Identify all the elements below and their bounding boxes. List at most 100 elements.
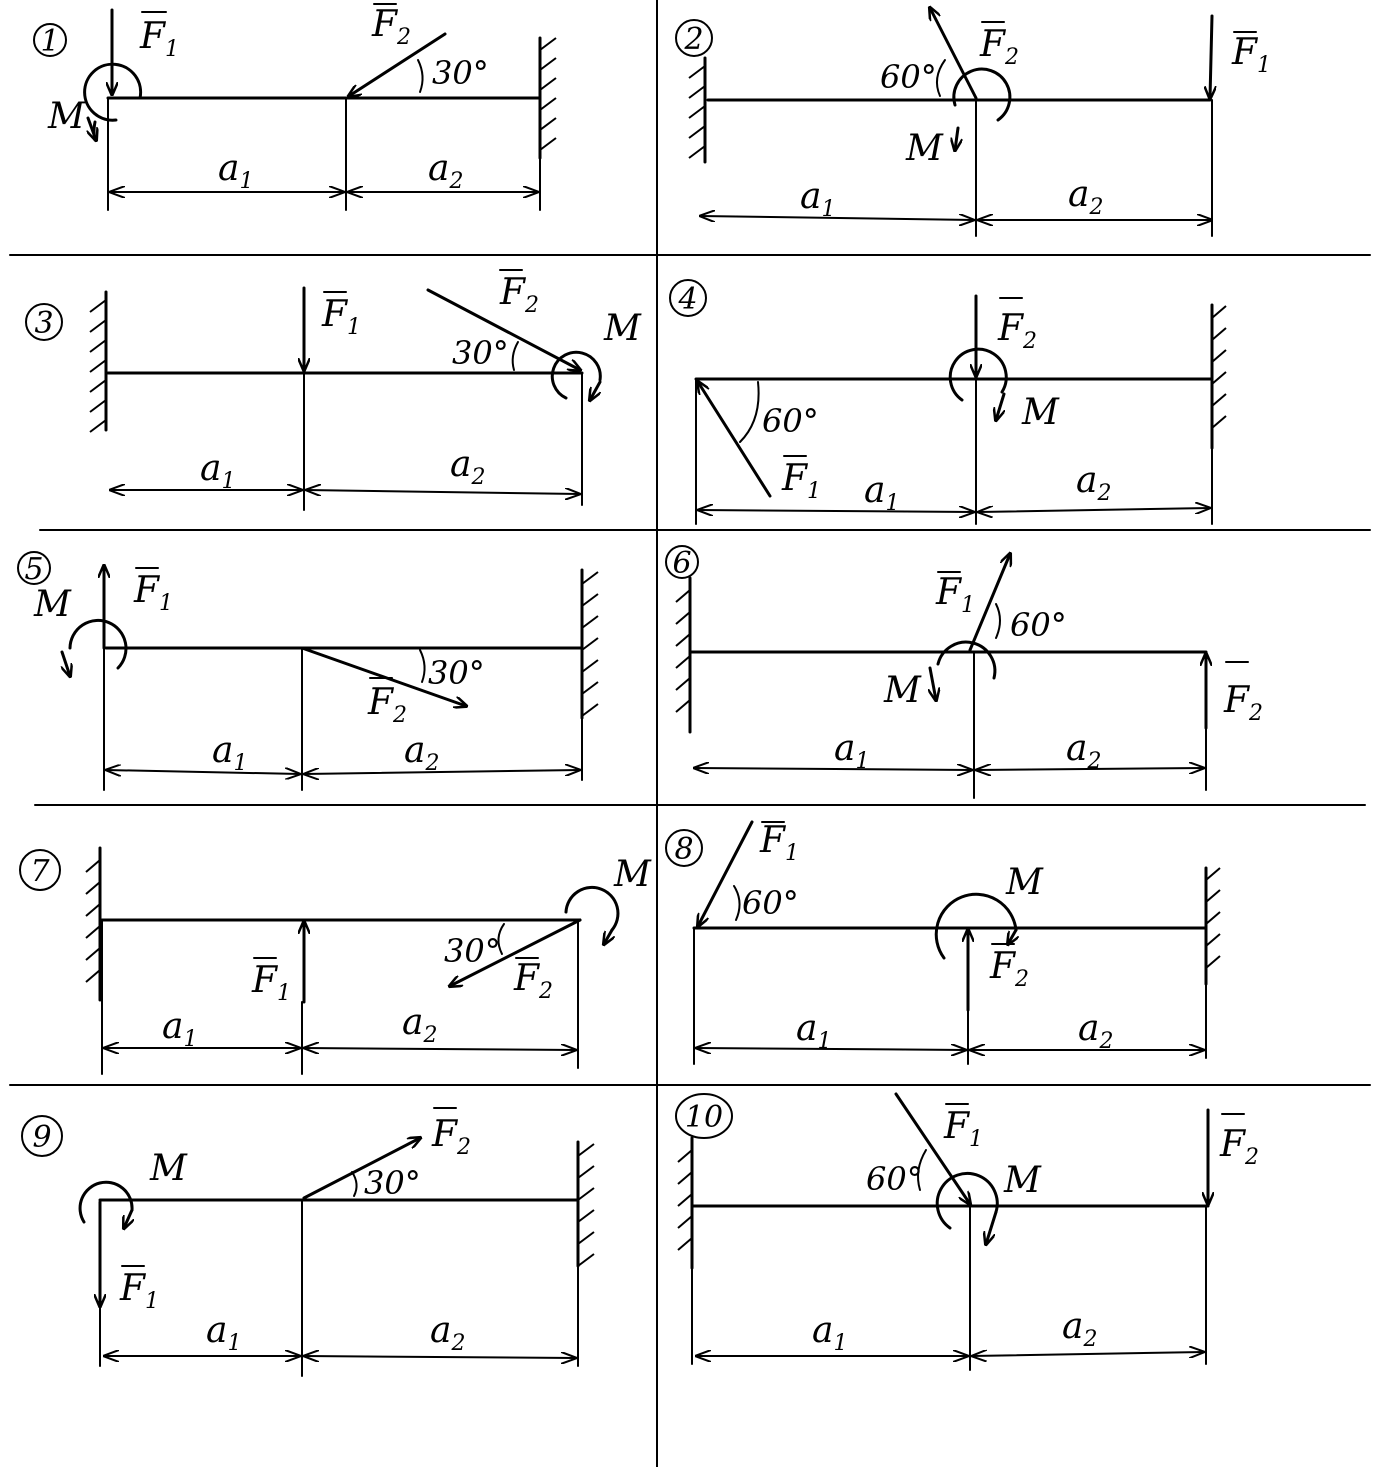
force-f1-label: F1: [943, 1106, 983, 1152]
span-a1-label: a1: [162, 1006, 197, 1052]
panel-number: 8: [674, 832, 693, 867]
grid-dividers: [9, 0, 1371, 1467]
span-a1-label: a1: [812, 1310, 847, 1356]
moment-label: M: [883, 670, 922, 711]
span-a1-label: a1: [200, 448, 235, 494]
moment-arrow: [78, 1180, 134, 1224]
span-a2-label: a2: [1078, 1008, 1113, 1054]
force-f2-arrow: [349, 32, 447, 96]
angle-label: 30°: [428, 654, 485, 692]
force-f1-label: F1: [1231, 32, 1271, 78]
panel-number: 5: [24, 552, 43, 587]
span-a1-label: a1: [218, 148, 253, 194]
moment-arrow: [948, 347, 1008, 402]
force-f1-label: F1: [133, 570, 173, 616]
panel-number-circle: [25, 303, 63, 341]
span-a1-label: a1: [212, 730, 247, 776]
force-f1-label: F1: [759, 820, 799, 866]
force-f1-label: F1: [321, 294, 361, 340]
panel-6: 6 F1 60° M F2 a1 a2: [665, 545, 1263, 799]
span-a2-label: a2: [402, 1002, 437, 1048]
force-f2-arrow: [930, 8, 978, 100]
moment-label: M: [1021, 392, 1060, 433]
moment-arrow: [936, 640, 997, 680]
moment-arrow: [935, 1171, 999, 1230]
angle-label: 60°: [1010, 606, 1067, 644]
span-a2-label: a2: [1068, 174, 1103, 220]
wall-support: [675, 576, 692, 734]
span-a2-label: a2: [1076, 460, 1111, 506]
wall-support: [89, 290, 108, 433]
force-f2-label: F2: [979, 24, 1019, 70]
span-a2-label: a2: [450, 444, 485, 490]
panel-number-circle: [17, 551, 51, 585]
force-f2-arrow: [302, 1138, 420, 1200]
panel-8: 8 F1 60° M F2 a1 a2: [665, 820, 1221, 1065]
angle-label: 60°: [762, 402, 819, 440]
dimension-lines: [694, 651, 1207, 799]
angle-label: 30°: [444, 932, 501, 970]
force-f1-arrow: [1210, 14, 1212, 98]
panel-number-circle: [19, 849, 61, 891]
force-f1-label: F1: [119, 1268, 159, 1314]
span-a1-label: a1: [834, 728, 869, 774]
force-f2-label: F2: [1223, 680, 1263, 726]
angle-label: 60°: [742, 884, 799, 922]
force-f2-label: F2: [431, 1114, 471, 1160]
panel-10: 10 F1 60° M F2 a1 a2: [675, 1092, 1259, 1371]
wall-support: [677, 1136, 694, 1270]
force-f1-label: F1: [781, 458, 821, 504]
moment-arrow: [952, 67, 1012, 122]
dimension-lines: [700, 99, 1213, 237]
span-a2-label: a2: [1066, 728, 1101, 774]
panel-number: 9: [32, 1120, 51, 1155]
wall-support: [580, 568, 599, 720]
force-f2-label: F2: [513, 958, 553, 1004]
moment-arrow: [68, 618, 128, 670]
force-f2-label: F2: [1219, 1124, 1259, 1170]
moment-label: M: [47, 96, 86, 137]
moment-label: M: [1005, 862, 1044, 903]
dimension-lines: [691, 1205, 1207, 1371]
moment-label: M: [1003, 1160, 1042, 1201]
force-f2-label: F2: [371, 4, 411, 50]
span-a2-label: a2: [1062, 1306, 1097, 1352]
dimension-lines: [107, 97, 541, 211]
dimension-lines: [695, 378, 1213, 525]
dimension-lines: [103, 647, 583, 791]
panel-number: 1: [40, 24, 59, 59]
force-f2-label: F2: [989, 946, 1029, 992]
panel-1: 1 F1 M F2 30° a1 a2: [33, 3, 557, 211]
force-f1-arrow: [968, 554, 1010, 652]
panel-number: 7: [30, 854, 50, 889]
force-f1-label: F1: [139, 16, 179, 62]
moment-arrow: [564, 885, 620, 932]
moment-label: M: [603, 308, 642, 349]
panel-number-circle: [675, 19, 713, 57]
dimension-lines: [99, 1199, 579, 1377]
force-f2-label: F2: [367, 682, 407, 728]
angle-label: 30°: [364, 1164, 421, 1202]
angle-label: 60°: [866, 1160, 923, 1198]
span-a2-label: a2: [430, 1310, 465, 1356]
force-f2-arrow: [426, 288, 580, 370]
panel-number: 10: [685, 1100, 723, 1135]
panel-number: 3: [34, 306, 53, 341]
panel-9: 9 F1 M F2 30° a1 a2: [21, 1107, 595, 1377]
panel-number-circle: [669, 279, 707, 317]
force-f1-label: F1: [251, 960, 291, 1006]
span-a1-label: a1: [800, 176, 835, 222]
angle-label: 30°: [432, 54, 489, 92]
panel-number: 4: [677, 282, 697, 317]
moment-label: M: [905, 128, 944, 169]
panel-2: 2 F1 F2 60° M a1 a2: [675, 8, 1271, 237]
span-a2-label: a2: [428, 148, 463, 194]
panel-number: 2: [683, 22, 703, 57]
force-f2-label: F2: [499, 272, 539, 318]
dimension-lines: [109, 372, 583, 511]
force-f1-label: F1: [935, 572, 975, 618]
panel-number: 6: [672, 546, 691, 581]
panel-number-circle: [21, 1115, 63, 1157]
moment-label: M: [33, 584, 72, 625]
